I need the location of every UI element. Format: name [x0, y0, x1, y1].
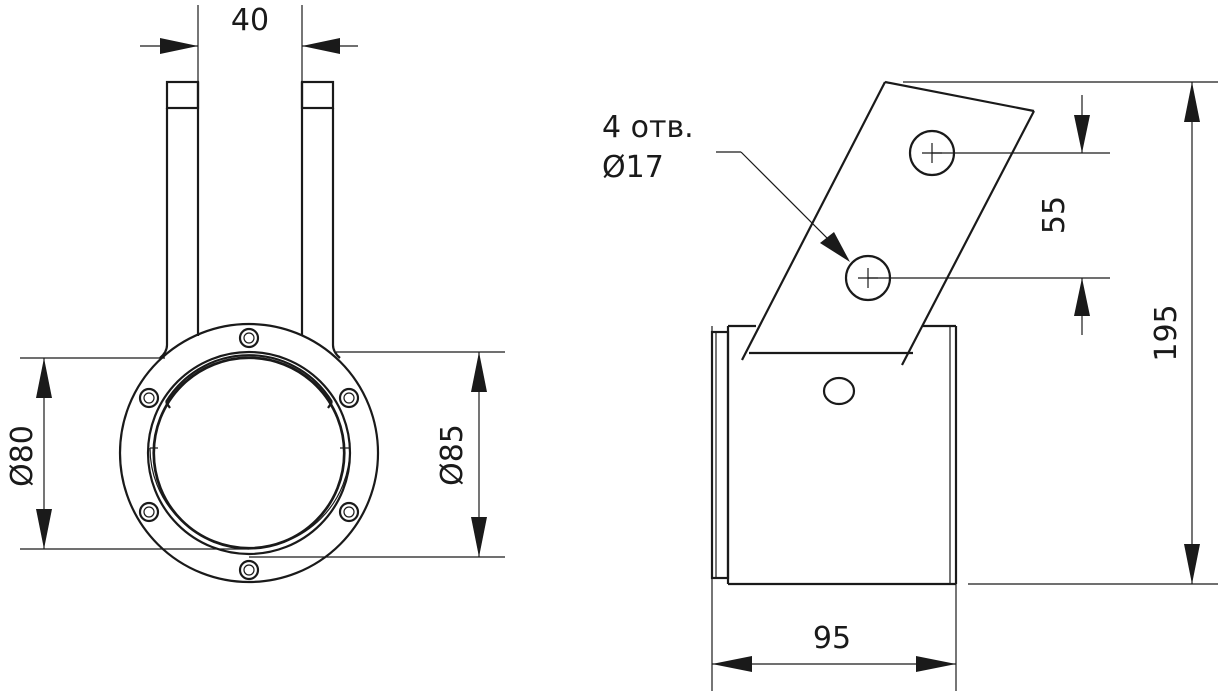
- label-total-height: 195: [1149, 304, 1184, 361]
- dim-slot-width: 40: [140, 3, 358, 82]
- dim-body-width: 95: [711, 584, 957, 691]
- front-view: 40 Ø80 Ø85: [5, 3, 505, 584]
- bolt-holes: [138, 327, 360, 581]
- label-hole-spacing: 55: [1037, 196, 1072, 234]
- label-outer-diameter: Ø85: [435, 424, 470, 486]
- label-holes-diameter: Ø17: [602, 150, 664, 185]
- dim-inner-diameter: Ø80: [5, 357, 249, 550]
- label-inner-diameter: Ø80: [5, 425, 40, 487]
- dim-total-height: 195: [903, 81, 1218, 585]
- slanted-plate: [741, 80, 1035, 366]
- body-hole: [822, 376, 856, 406]
- dim-outer-diameter: Ø85: [249, 351, 505, 558]
- label-holes-count: 4 отв.: [602, 110, 694, 145]
- body: [710, 324, 958, 586]
- label-body-width: 95: [813, 621, 851, 656]
- side-view: 4 отв. Ø17 55 195: [602, 80, 1218, 691]
- fork-prongs: [159, 80, 341, 359]
- label-slot-width: 40: [231, 3, 269, 38]
- hole-callout: 4 отв. Ø17: [602, 110, 850, 262]
- dim-hole-spacing: 55: [868, 95, 1110, 335]
- flange: [118, 322, 380, 584]
